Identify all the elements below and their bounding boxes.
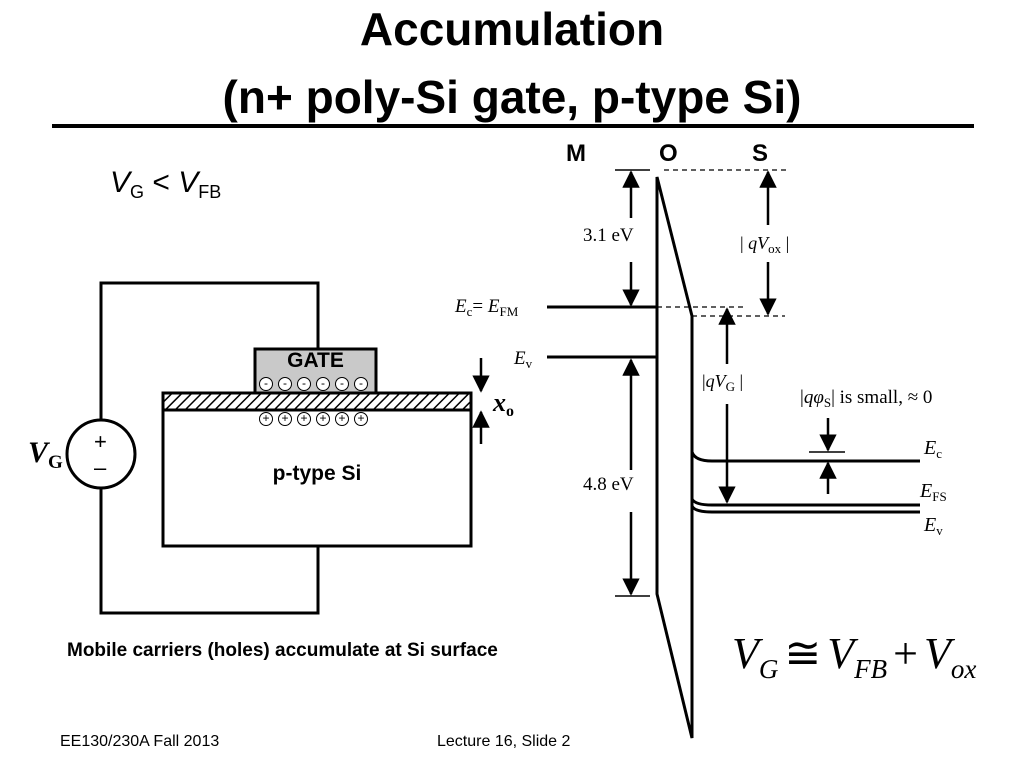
surface-potential-label: |qφS| is small, ≈ 0 — [800, 387, 933, 410]
si-fermi-level — [690, 498, 920, 507]
electron-charge: - — [335, 377, 349, 391]
region-label-metal: M — [566, 140, 586, 167]
electron-charge: - — [259, 377, 273, 391]
substrate-label: p-type Si — [272, 462, 362, 485]
hole-charge: + — [354, 412, 368, 426]
electron-charge: - — [297, 377, 311, 391]
cb-offset-label: 3.1 eV — [583, 225, 634, 246]
metal-ev-label: Ev — [514, 348, 533, 371]
electron-charge: - — [316, 377, 330, 391]
hole-charge: + — [335, 412, 349, 426]
si-conduction-band — [690, 451, 920, 463]
voltage-source — [65, 418, 137, 490]
hole-charge: + — [278, 412, 292, 426]
si-valence-band — [690, 505, 920, 514]
hole-charge: + — [297, 412, 311, 426]
si-ec-label: Ec — [924, 437, 942, 461]
gate-electrode — [253, 347, 378, 395]
figure-caption: Mobile carriers (holes) accumulate at Si… — [67, 640, 498, 661]
oxide-band — [655, 176, 694, 739]
vb-offset-label: 4.8 eV — [583, 474, 634, 495]
qvox-label: | qVox | — [740, 233, 790, 256]
metal-ec-efm-label: Ec= EFM — [455, 296, 519, 319]
si-efs-label: EFS — [920, 480, 947, 504]
bias-condition: VG < VFB — [110, 166, 222, 202]
qvg-label: |qVG | — [702, 371, 744, 394]
hole-charge: + — [316, 412, 330, 426]
region-label-oxide: O — [659, 140, 678, 167]
gate-oxide — [161, 391, 473, 412]
mos-circuit — [65, 281, 320, 615]
electron-charge: - — [354, 377, 368, 391]
voltage-source-label: VG — [28, 436, 63, 473]
band-diagram — [547, 169, 920, 739]
hole-charge: + — [259, 412, 273, 426]
p-type-substrate — [161, 408, 473, 548]
gate-label: GATE — [287, 349, 344, 372]
flatband-equation: VG≅VFB+Vox — [732, 629, 977, 684]
title-underline — [52, 124, 974, 128]
slide-title-line1: Accumulation — [359, 3, 665, 55]
electron-charge: - — [278, 377, 292, 391]
oxide-thickness-label: xo — [493, 388, 514, 420]
footer-course: EE130/230A Fall 2013 — [60, 733, 220, 750]
region-label-semiconductor: S — [752, 140, 769, 167]
source-minus: – — [94, 455, 107, 480]
source-plus: + — [94, 429, 107, 454]
si-ev-label: Ev — [924, 514, 943, 538]
slide-title-line2: (n+ poly-Si gate, p-type Si) — [222, 71, 802, 123]
footer-slide-number: Lecture 16, Slide 2 — [437, 733, 571, 750]
